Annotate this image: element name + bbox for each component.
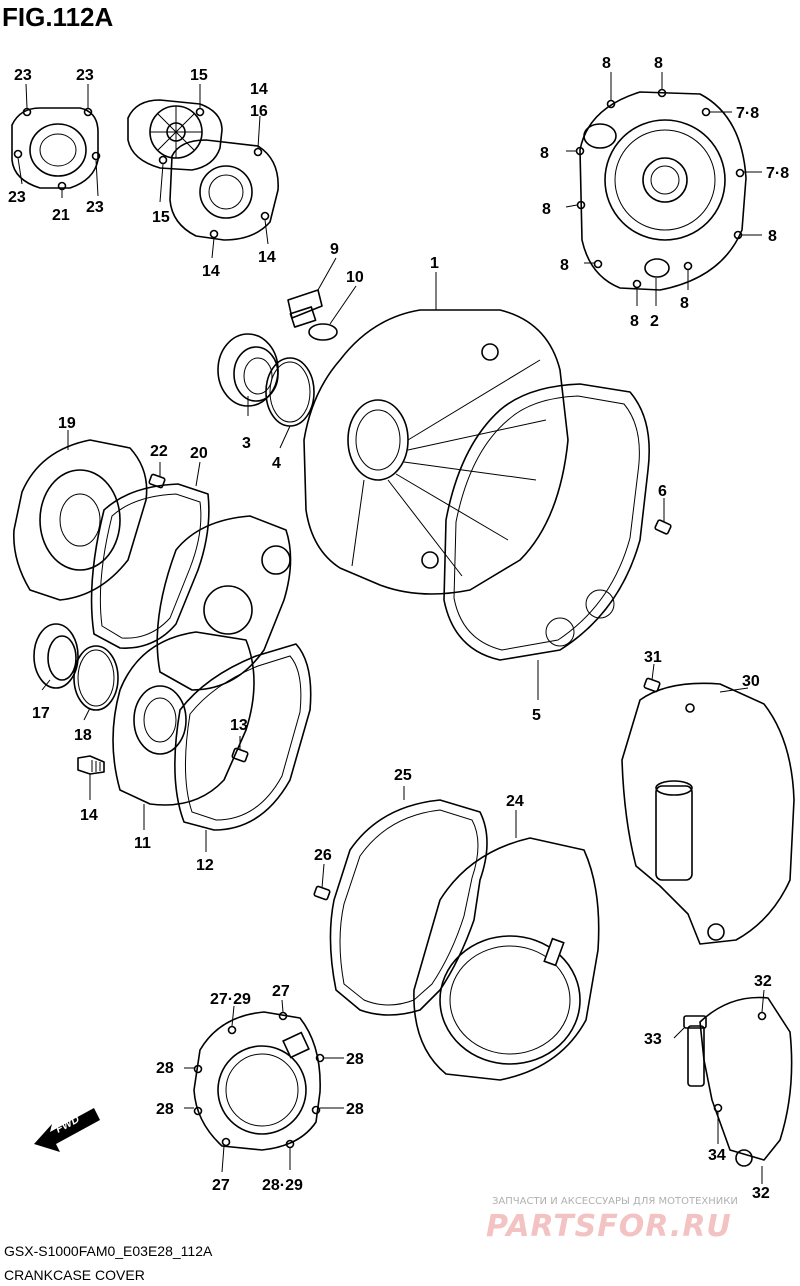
callout-27: 27 <box>212 1177 230 1194</box>
callout-23: 23 <box>14 67 32 84</box>
callout-27-29: 27·29 <box>210 991 251 1008</box>
part-guard-32[interactable] <box>683 996 793 1167</box>
part-top-right-cover-2[interactable] <box>575 88 747 291</box>
callout-23: 23 <box>86 199 104 216</box>
callout-8: 8 <box>542 201 551 218</box>
callout-32: 32 <box>754 973 772 990</box>
callout-8: 8 <box>630 313 639 330</box>
callout-33: 33 <box>644 1031 662 1048</box>
callout-7-8: 7·8 <box>766 165 789 182</box>
callout-4: 4 <box>272 455 281 472</box>
callout-8: 8 <box>654 55 663 72</box>
callout-6: 6 <box>658 483 667 500</box>
callout-12: 12 <box>196 857 214 874</box>
leader-lines <box>17 72 765 1184</box>
part-oring-18[interactable] <box>73 645 119 711</box>
callout-5: 5 <box>532 707 541 724</box>
callout-numbers: 23 23 23 23 21 15 15 14 16 14 14 8 8 7·8… <box>8 55 789 1202</box>
callout-25: 25 <box>394 767 412 784</box>
callout-32: 32 <box>752 1185 770 1202</box>
callout-28: 28 <box>156 1060 174 1077</box>
callout-8: 8 <box>540 145 549 162</box>
part-plug-9[interactable] <box>287 289 323 328</box>
callout-21: 21 <box>52 207 70 224</box>
diagram-name: CRANKCASE COVER <box>4 1267 145 1283</box>
part-dowel-31[interactable] <box>643 677 661 693</box>
callout-2: 2 <box>650 313 659 330</box>
callout-23: 23 <box>76 67 94 84</box>
callout-31: 31 <box>644 649 662 666</box>
part-gasket-20[interactable] <box>90 483 210 649</box>
part-gasket-5[interactable] <box>443 383 650 661</box>
callout-14: 14 <box>80 807 98 824</box>
callout-15: 15 <box>152 209 170 226</box>
part-dowel-26[interactable] <box>313 885 331 901</box>
callout-11: 11 <box>134 835 151 852</box>
part-gasket-12[interactable] <box>174 643 312 831</box>
figure-title: FIG.112A <box>2 2 113 32</box>
part-gasket-25[interactable] <box>329 799 488 1016</box>
callout-3: 3 <box>242 435 251 452</box>
part-seal-17[interactable] <box>33 623 79 689</box>
part-crankcase-cover-1[interactable] <box>303 309 569 595</box>
callout-17: 17 <box>32 705 50 722</box>
callout-22: 22 <box>150 443 168 460</box>
callout-18: 18 <box>74 727 92 744</box>
callout-24: 24 <box>506 793 524 810</box>
callout-15: 15 <box>190 67 208 84</box>
callout-28: 28 <box>346 1101 364 1118</box>
diagram-code: GSX-S1000FAM0_E03E28_112A <box>4 1243 213 1259</box>
callout-14: 14 <box>258 249 276 266</box>
callout-13: 13 <box>230 717 248 734</box>
callout-27: 27 <box>272 983 290 1000</box>
part-pump-cover-15[interactable] <box>127 99 279 241</box>
part-bolt-14[interactable] <box>77 755 105 775</box>
part-cover-30[interactable] <box>621 682 795 945</box>
callout-8: 8 <box>680 295 689 312</box>
callout-8: 8 <box>768 228 777 245</box>
callout-23: 23 <box>8 189 26 206</box>
callout-14: 14 <box>250 81 268 98</box>
callout-30: 30 <box>742 673 760 690</box>
callout-20: 20 <box>190 445 208 462</box>
part-small-cover-23[interactable] <box>11 107 101 191</box>
callout-9: 9 <box>330 241 339 258</box>
fwd-arrow-icon: FWD <box>34 1108 100 1152</box>
callout-34: 34 <box>708 1147 726 1164</box>
callout-7-8: 7·8 <box>736 105 759 122</box>
part-cover-24[interactable] <box>413 837 600 1081</box>
callout-28: 28 <box>346 1051 364 1068</box>
part-oring-10[interactable] <box>308 323 338 341</box>
callout-19: 19 <box>58 415 76 432</box>
callout-1: 1 <box>430 255 439 272</box>
callout-8: 8 <box>560 257 569 274</box>
part-cover-11-upper[interactable] <box>156 515 292 691</box>
callout-16: 16 <box>250 103 268 120</box>
callout-28: 28 <box>156 1101 174 1118</box>
callout-10: 10 <box>346 269 364 286</box>
part-seal-3[interactable] <box>217 333 279 407</box>
part-cover-19[interactable] <box>13 439 148 601</box>
part-dowel-6[interactable] <box>654 519 672 535</box>
watermark-tagline: ЗАПЧАСТИ И АКСЕССУАРЫ ДЛЯ МОТОТЕХНИКИ <box>492 1196 738 1207</box>
watermark-brand: PARTSFOR.RU <box>486 1209 732 1244</box>
callout-28-29: 28·29 <box>262 1177 303 1194</box>
part-cover-27[interactable] <box>193 1011 325 1151</box>
callout-8: 8 <box>602 55 611 72</box>
part-cover-11[interactable] <box>112 631 255 806</box>
callout-14: 14 <box>202 263 220 280</box>
callout-26: 26 <box>314 847 332 864</box>
